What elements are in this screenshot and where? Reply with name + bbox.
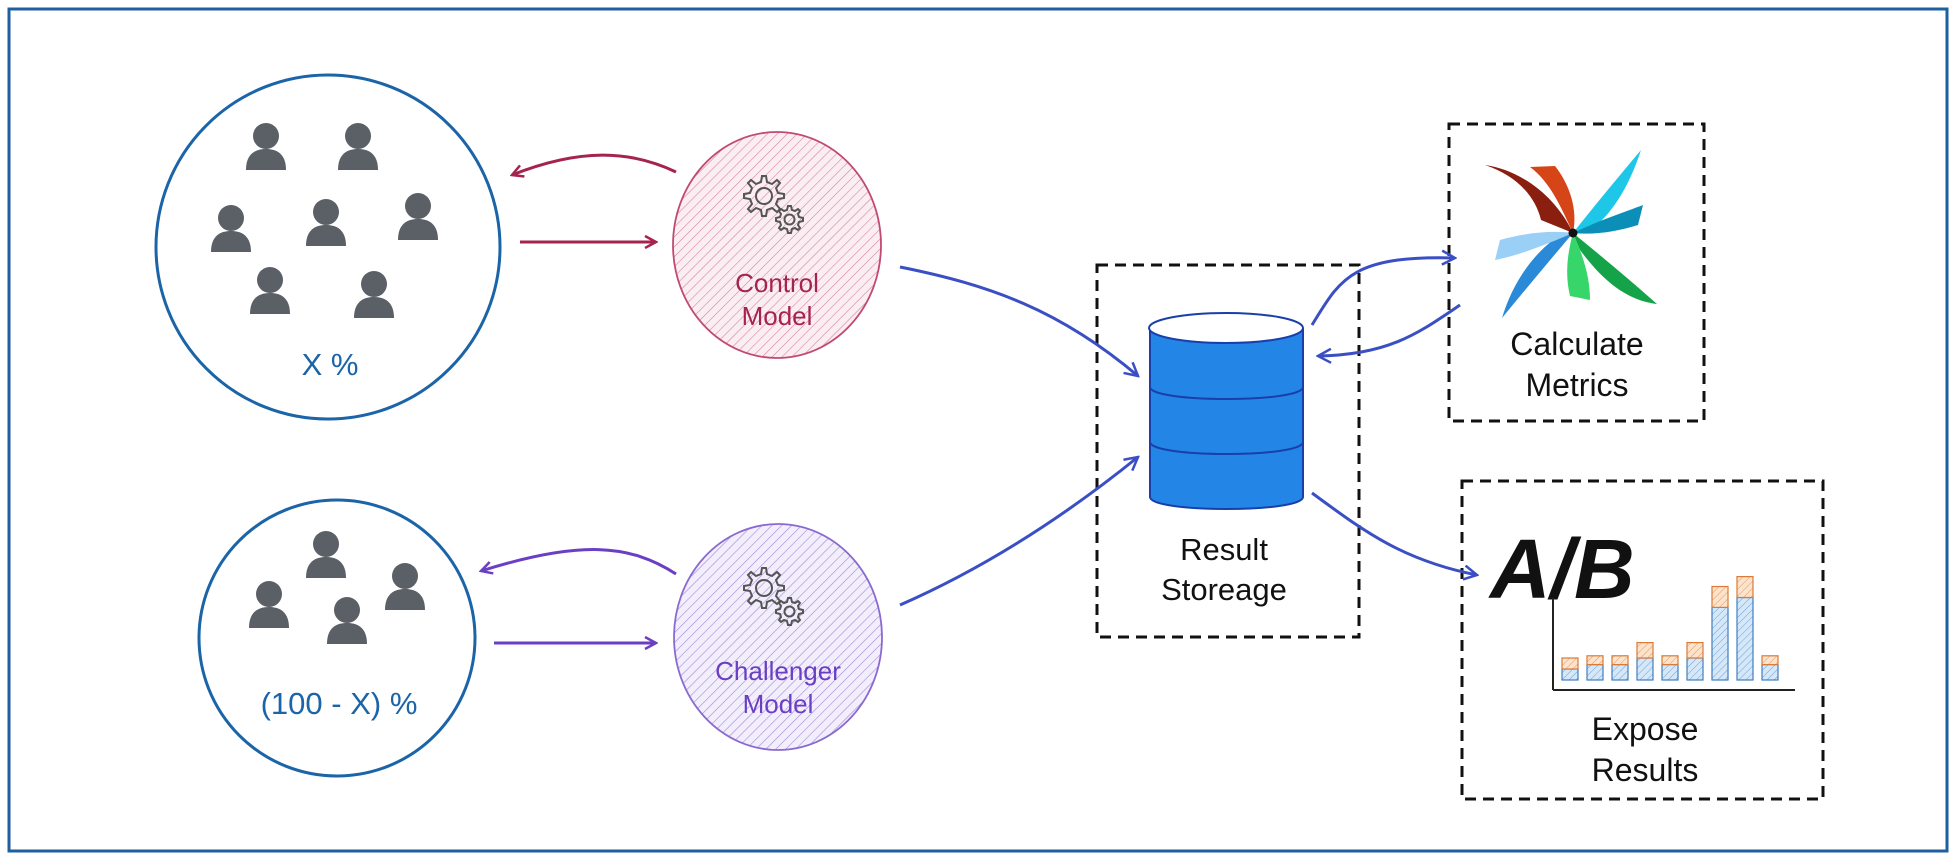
person-icon xyxy=(327,597,367,644)
bar-orange-segment xyxy=(1761,655,1779,666)
control-return-arrow xyxy=(512,153,677,175)
control-group-circle xyxy=(154,73,502,421)
bar-orange-segment xyxy=(1736,575,1754,599)
result-storage-label-line1: Result xyxy=(1180,532,1268,567)
control-model-node: Control Model xyxy=(672,131,882,359)
bar-blue-segment xyxy=(1561,668,1579,681)
storage-to-metrics-arrow xyxy=(1310,258,1455,326)
bar-orange-segment xyxy=(1711,585,1729,608)
bar-blue-segment xyxy=(1736,596,1754,681)
challenger-group-circle xyxy=(197,498,477,778)
metrics-to-storage-arrow xyxy=(1318,303,1461,356)
result-storage-box xyxy=(1095,263,1361,639)
calculate-metrics-label-line2: Metrics xyxy=(1525,367,1628,403)
person-icon xyxy=(338,123,378,170)
person-icon xyxy=(306,199,346,246)
calculate-metrics-label-line1: Calculate xyxy=(1510,326,1643,362)
calculate-metrics-box xyxy=(1447,122,1706,423)
bar-orange-segment xyxy=(1586,655,1604,666)
database-icon xyxy=(1148,312,1304,510)
expose-results-label-line1: Expose xyxy=(1592,711,1699,747)
expose-results-node: A/B Expose Results xyxy=(1460,479,1825,801)
challenger-group-label: (100 - X) % xyxy=(261,686,418,721)
person-icon xyxy=(211,205,251,252)
ab-text: A/B xyxy=(1488,522,1635,616)
challenger-user-group: (100 - X) % xyxy=(197,498,477,778)
bar-blue-segment xyxy=(1761,663,1779,681)
bar-orange-segment xyxy=(1686,641,1704,659)
control-model-ellipse xyxy=(672,131,882,359)
bar-blue-segment xyxy=(1586,663,1604,681)
person-icon xyxy=(354,271,394,318)
result-storage-label-line2: Storeage xyxy=(1161,572,1287,607)
control-to-storage-arrow xyxy=(899,265,1138,376)
bar-orange-segment xyxy=(1636,641,1654,659)
challenger-model-ellipse xyxy=(673,523,883,751)
person-icon xyxy=(385,563,425,610)
bar-orange-segment xyxy=(1661,655,1679,666)
control-model-label-line2: Model xyxy=(742,301,813,331)
challenger-model-label-line1: Challenger xyxy=(715,656,841,686)
result-storage-node: Result Storeage xyxy=(1095,263,1361,639)
ab-bar-chart-icon xyxy=(1552,575,1795,691)
bar-orange-segment xyxy=(1561,657,1579,670)
diagram-frame xyxy=(7,7,1949,853)
bar-blue-segment xyxy=(1686,657,1704,681)
storage-to-results-arrow xyxy=(1311,491,1477,575)
control-model-label-line1: Control xyxy=(735,268,819,298)
result-bars xyxy=(1561,575,1779,681)
bar-blue-segment xyxy=(1661,663,1679,681)
challenger-return-arrow xyxy=(481,548,677,576)
person-icon xyxy=(250,267,290,314)
person-icon xyxy=(249,581,289,628)
challenger-model-label-line2: Model xyxy=(743,689,814,719)
calculate-metrics-node: Calculate Metrics xyxy=(1447,122,1706,423)
expose-results-box xyxy=(1460,479,1825,801)
bar-blue-segment xyxy=(1711,606,1729,681)
control-user-group: X % xyxy=(154,73,502,421)
challenger-model-node: Challenger Model xyxy=(673,523,883,751)
bar-orange-segment xyxy=(1611,655,1629,666)
pinwheel-logo-icon xyxy=(1485,150,1657,318)
expose-results-label-line2: Results xyxy=(1592,752,1699,788)
control-group-label: X % xyxy=(302,347,359,382)
challenger-to-storage-arrow xyxy=(899,457,1138,607)
person-icon xyxy=(246,123,286,170)
bar-blue-segment xyxy=(1636,657,1654,681)
bar-blue-segment xyxy=(1611,663,1629,681)
person-icon xyxy=(306,531,346,578)
person-icon xyxy=(398,193,438,240)
